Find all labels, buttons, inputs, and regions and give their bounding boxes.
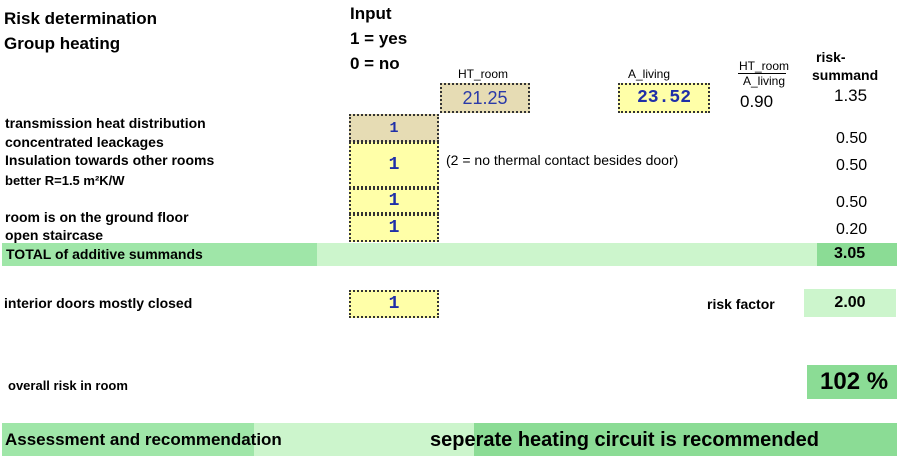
overall-risk-label: overall risk in room [8,378,128,393]
overall-risk-value: 102 % [820,368,889,395]
doors-label: interior doors mostly closed [4,295,193,311]
title-line-2: Group heating [4,34,121,53]
total-value: 3.05 [834,245,866,262]
total-label: TOTAL of additive summands [6,246,203,262]
input-header-line-2: 1 = yes [350,29,408,48]
ht-room-value-cell[interactable]: 21.25 [440,83,530,113]
ratio-value: 0.90 [740,92,774,111]
input-cell-ground-floor[interactable]: 1 [349,188,439,214]
recommendation-text: seperate heating circuit is recommended [430,429,820,451]
risk-summand-first: 1.35 [834,86,868,105]
input-cell-doors[interactable]: 1 [349,290,439,318]
row-label-ground-floor: room is on the ground floor [5,209,189,225]
title-line-1: Risk determination [4,9,158,28]
assessment-label: Assessment and recommendation [5,430,282,449]
total-bar-right [817,243,897,266]
input-header-line-3: 0 = no [350,54,400,73]
row-label-insulation: Insulation towards other rooms [5,152,215,168]
input-cell-insulation[interactable]: 1 [349,142,439,188]
risk-factor-label: risk factor [707,296,775,312]
a-living-label: A_living [628,67,671,81]
row-label-r-value: better R=1.5 m²K/W [5,173,125,188]
total-bar-left [2,243,317,266]
summand-staircase: 0.20 [836,221,868,238]
risk-summand-header-2: summand [812,67,879,83]
ratio-divider [738,73,786,74]
risk-factor-value: 2.00 [834,294,866,311]
input-cell-staircase[interactable]: 1 [349,214,439,242]
overall-risk-bg [807,365,897,399]
ratio-numerator: HT_room [738,59,789,73]
row-label-transmission: transmission heat distribution [5,115,206,131]
summand-insulation: 0.50 [836,157,868,174]
summand-ground-floor: 0.50 [836,194,868,211]
assessment-bar-left [2,423,254,456]
assessment-bar-middle [254,423,474,456]
insulation-note: (2 = no thermal contact besides door) [446,152,679,168]
summand-leakages: 0.50 [836,130,868,147]
total-bar-middle [317,243,817,266]
risk-summand-header-1: risk- [816,49,846,65]
input-cell-leakages[interactable]: 1 [349,114,439,142]
row-label-staircase: open staircase [5,227,104,243]
ratio-denominator: A_living [742,74,786,88]
row-label-leakages: concentrated leackages [5,134,164,150]
risk-factor-bg [804,289,896,317]
ht-room-label: HT_room [458,67,509,81]
a-living-value-cell[interactable]: 23.52 [618,83,710,113]
assessment-bar-right [474,423,897,456]
input-header-line-1: Input [350,4,392,23]
